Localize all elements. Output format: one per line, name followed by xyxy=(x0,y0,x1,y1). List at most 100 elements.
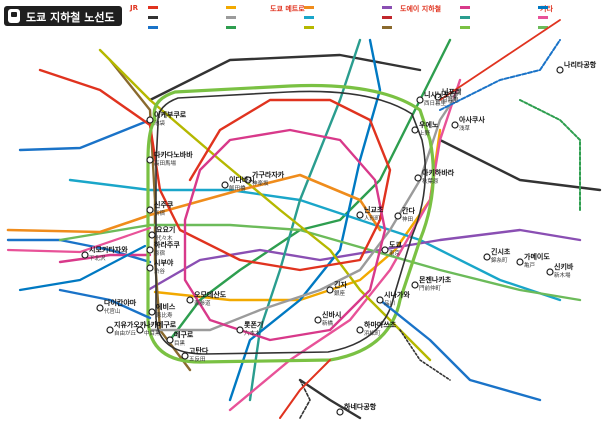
station-marker[interactable] xyxy=(146,206,154,214)
station-marker[interactable] xyxy=(146,264,154,272)
station-name-ko: 몬젠나카초 xyxy=(419,275,452,284)
station-name-ko: 다이칸야마 xyxy=(104,298,137,307)
station-name-ja: 六本木 xyxy=(244,329,261,337)
station-marker[interactable] xyxy=(244,176,252,184)
station-marker[interactable] xyxy=(516,258,524,266)
station-name-ja: 錦糸町 xyxy=(491,256,508,264)
station-name-ko: 요요기 xyxy=(156,225,175,234)
station-name-ko: 신바시 xyxy=(322,310,341,319)
station-marker[interactable] xyxy=(148,308,156,316)
station-name-ja: 中目黒 xyxy=(144,329,161,337)
station-marker[interactable] xyxy=(166,336,174,344)
legend-swatch-4 xyxy=(226,16,238,24)
station-name-ja: 西日暮里 xyxy=(424,99,447,107)
tokyu-line xyxy=(58,288,152,320)
station-marker[interactable] xyxy=(356,211,364,219)
station-name-ko: 고탄다 xyxy=(189,346,209,355)
station-name-ja: 浜松町 xyxy=(364,329,381,337)
tozai-line xyxy=(68,178,562,302)
station-marker[interactable] xyxy=(148,231,156,239)
station-name-ja: 東京 xyxy=(389,249,401,257)
station-name-ja: 原宿 xyxy=(154,249,166,257)
station-name-ja: 人形町 xyxy=(364,214,381,222)
station-name-ja: 亀戸 xyxy=(524,261,536,269)
station-marker[interactable] xyxy=(434,93,442,101)
station-marker[interactable] xyxy=(96,304,104,312)
narita-line xyxy=(439,39,561,111)
station-marker[interactable] xyxy=(146,156,154,164)
station-marker[interactable] xyxy=(414,174,422,182)
subway-icon xyxy=(8,9,20,23)
station-name-ko: 신주쿠 xyxy=(154,200,174,209)
station-name-ko: 도쿄 xyxy=(389,241,402,249)
station-name-ja: 飯田橋 xyxy=(229,184,246,192)
station-name-ja: 秋葉原 xyxy=(422,177,439,185)
station-marker[interactable] xyxy=(314,316,322,324)
station-marker[interactable] xyxy=(136,326,144,334)
station-name-ja: 恵比寿 xyxy=(156,311,173,319)
station-name-ja: 門前仲町 xyxy=(419,284,442,292)
station-marker[interactable] xyxy=(326,286,334,294)
station-name-ko: 긴자 xyxy=(334,280,347,289)
station-marker[interactable] xyxy=(236,326,244,334)
station-name-ja: 神田 xyxy=(402,215,413,223)
station-marker[interactable] xyxy=(394,212,402,220)
station-marker[interactable] xyxy=(416,96,424,104)
station-name-ja: 新橋 xyxy=(322,319,334,327)
station-name-ko: 이다바시 xyxy=(229,175,255,184)
map-title-text: 도쿄 지하철 노선도 xyxy=(26,11,115,24)
station-marker[interactable] xyxy=(106,326,114,334)
jr-line-north xyxy=(148,53,422,102)
station-marker[interactable] xyxy=(411,126,419,134)
legend-swatch-15 xyxy=(538,6,550,14)
legend-swatch-16 xyxy=(538,16,550,24)
station-name-ko: 하마마쓰초 xyxy=(364,320,397,329)
station-marker[interactable] xyxy=(411,281,419,289)
station-marker[interactable] xyxy=(376,296,384,304)
station-marker[interactable] xyxy=(221,181,229,189)
station-marker[interactable] xyxy=(546,268,554,276)
legend-swatch-5 xyxy=(226,26,238,34)
station-marker[interactable] xyxy=(336,408,344,416)
station-name-ja: 高田馬場 xyxy=(154,159,177,167)
legend-swatch-11 xyxy=(382,26,394,34)
legend-swatch-10 xyxy=(382,16,394,24)
legend-swatch-6 xyxy=(304,6,316,14)
station-marker[interactable] xyxy=(451,121,459,129)
station-labels: 이케부쿠로池袋신주쿠新宿시부야渋谷에비스恵比寿도쿄東京우에노上野아키하바라秋葉原… xyxy=(89,60,597,411)
station-marker[interactable] xyxy=(186,296,194,304)
station-marker[interactable] xyxy=(181,352,189,360)
station-marker[interactable] xyxy=(381,246,389,254)
station-marker[interactable] xyxy=(146,246,154,254)
station-marker[interactable] xyxy=(356,326,364,334)
station-label: 하네다공항 xyxy=(344,402,377,411)
station-marker[interactable] xyxy=(556,66,564,74)
station-name-ja: 下北沢 xyxy=(89,254,106,262)
station-name-ko: 신키바 xyxy=(554,262,574,271)
station-marker[interactable] xyxy=(146,116,154,124)
legend-section-jr: JR xyxy=(130,4,138,12)
jr-line-south xyxy=(298,378,362,420)
station-name-ja: 表参道 xyxy=(194,299,211,307)
station-marker[interactable] xyxy=(483,253,491,261)
station-name-ko: 롯폰기 xyxy=(244,320,263,329)
station-marker[interactable] xyxy=(81,251,89,259)
station-name-ja: 神楽坂 xyxy=(252,179,269,187)
